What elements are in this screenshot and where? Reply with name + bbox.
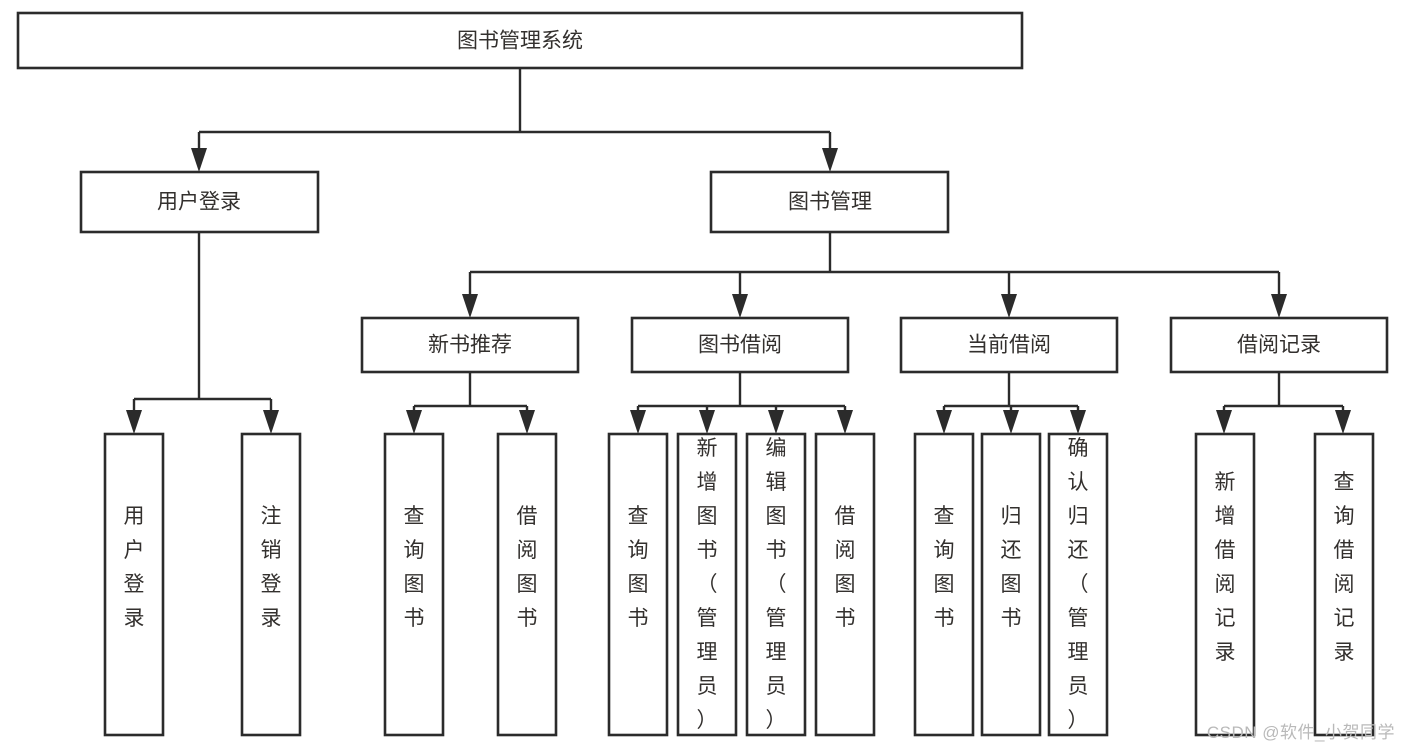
- node-root-box: [16, 11, 1024, 70]
- node-leaf-borrow-book-1[interactable]: 借阅图书: [496, 432, 558, 737]
- node-root-system[interactable]: 图书管理系统: [16, 11, 1024, 70]
- arrowhead-borrow-record: [1271, 294, 1287, 318]
- node-leaf-query-book-3[interactable]: 查询图书: [913, 432, 975, 737]
- arrowhead-leaf-query-book-3: [936, 410, 952, 434]
- arrowhead-book-manage: [822, 148, 838, 172]
- node-leaf-add-book-box: [676, 432, 738, 737]
- arrowhead-leaf-query-book-2: [630, 410, 646, 434]
- node-book-manage[interactable]: 图书管理: [709, 170, 950, 234]
- node-leaf-query-book-1-box: [383, 432, 445, 737]
- node-new-book-recommend-box: [360, 316, 580, 374]
- node-leaf-query-record[interactable]: 查询借阅记录: [1313, 432, 1375, 737]
- node-leaf-user-login-box: [103, 432, 165, 737]
- node-leaf-add-record-label: 新增借阅记录: [1215, 471, 1236, 664]
- node-leaf-edit-book-label: 编辑图书（管理员）: [766, 437, 787, 732]
- node-leaf-confirm-return[interactable]: 确认归还（管理员）: [1047, 432, 1109, 737]
- node-user-login-label: 用户登录: [157, 191, 241, 214]
- node-leaf-return-book-box: [980, 432, 1042, 737]
- node-leaf-query-book-2[interactable]: 查询图书: [607, 432, 669, 737]
- arrowhead-leaf-query-record: [1335, 410, 1351, 434]
- node-leaf-edit-book[interactable]: 编辑图书（管理员）: [745, 432, 807, 737]
- arrowhead-leaf-user-login: [126, 410, 142, 434]
- node-leaf-query-book-3-box: [913, 432, 975, 737]
- arrowhead-leaf-confirm-return: [1070, 410, 1086, 434]
- arrowhead-leaf-query-book-1: [406, 410, 422, 434]
- arrowhead-book-borrow: [732, 294, 748, 318]
- arrowhead-new-book-recommend: [462, 294, 478, 318]
- node-leaf-query-book-1[interactable]: 查询图书: [383, 432, 445, 737]
- node-leaf-add-record-box: [1194, 432, 1256, 737]
- node-leaf-add-book-label: 新增图书（管理员）: [697, 437, 718, 732]
- arrowhead-current-borrow: [1001, 294, 1017, 318]
- node-borrow-record[interactable]: 借阅记录: [1169, 316, 1389, 374]
- node-leaf-query-record-label: 查询借阅记录: [1334, 471, 1355, 664]
- node-root-label: 图书管理系统: [457, 30, 583, 53]
- arrowhead-user-login: [191, 148, 207, 172]
- node-leaf-edit-book-box: [745, 432, 807, 737]
- connector-layer: [126, 68, 1351, 434]
- node-book-borrow[interactable]: 图书借阅: [630, 316, 850, 374]
- node-current-borrow-box: [899, 316, 1119, 374]
- node-book-borrow-label: 图书借阅: [698, 334, 782, 357]
- csdn-watermark: CSDN @软件_小贺同学: [1206, 723, 1395, 742]
- node-book-manage-box: [709, 170, 950, 234]
- node-current-borrow[interactable]: 当前借阅: [899, 316, 1119, 374]
- node-leaf-user-login-label: 用户登录: [124, 505, 145, 630]
- node-leaf-user-logout-label: 注销登录: [261, 505, 282, 630]
- node-leaf-query-book-1-label: 查询图书: [404, 505, 425, 630]
- node-leaf-return-book[interactable]: 归还图书: [980, 432, 1042, 737]
- node-leaf-query-book-2-label: 查询图书: [628, 505, 649, 630]
- node-leaf-user-logout-box: [240, 432, 302, 737]
- node-leaf-add-book[interactable]: 新增图书（管理员）: [676, 432, 738, 737]
- arrowhead-leaf-borrow-book-1: [519, 410, 535, 434]
- node-leaf-add-record[interactable]: 新增借阅记录: [1194, 432, 1256, 737]
- arrowhead-leaf-add-record: [1216, 410, 1232, 434]
- node-leaf-borrow-book-2[interactable]: 借阅图书: [814, 432, 876, 737]
- node-leaf-query-book-2-box: [607, 432, 669, 737]
- arrowhead-leaf-user-logout: [263, 410, 279, 434]
- node-book-manage-label: 图书管理: [788, 191, 872, 214]
- node-leaf-user-logout[interactable]: 注销登录: [240, 432, 302, 737]
- node-leaf-confirm-return-label: 确认归还（管理员）: [1068, 437, 1089, 732]
- node-leaf-borrow-book-1-box: [496, 432, 558, 737]
- node-leaf-borrow-book-1-label: 借阅图书: [517, 505, 538, 630]
- node-borrow-record-box: [1169, 316, 1389, 374]
- node-leaf-return-book-label: 归还图书: [1001, 505, 1022, 630]
- arrowhead-leaf-return-book: [1003, 410, 1019, 434]
- node-leaf-borrow-book-2-label: 借阅图书: [835, 505, 856, 630]
- node-new-book-recommend[interactable]: 新书推荐: [360, 316, 580, 374]
- node-user-login[interactable]: 用户登录: [79, 170, 320, 234]
- node-leaf-user-login[interactable]: 用户登录: [103, 432, 165, 737]
- node-leaf-query-book-3-label: 查询图书: [934, 505, 955, 630]
- node-book-borrow-box: [630, 316, 850, 374]
- arrowhead-leaf-edit-book: [768, 410, 784, 434]
- node-current-borrow-label: 当前借阅: [967, 334, 1051, 357]
- node-leaf-confirm-return-box: [1047, 432, 1109, 737]
- node-new-book-recommend-label: 新书推荐: [428, 334, 512, 357]
- arrowhead-leaf-add-book: [699, 410, 715, 434]
- node-borrow-record-label: 借阅记录: [1237, 334, 1321, 357]
- arrowhead-leaf-borrow-book-2: [837, 410, 853, 434]
- node-user-login-box: [79, 170, 320, 234]
- node-leaf-borrow-book-2-box: [814, 432, 876, 737]
- node-leaf-query-record-box: [1313, 432, 1375, 737]
